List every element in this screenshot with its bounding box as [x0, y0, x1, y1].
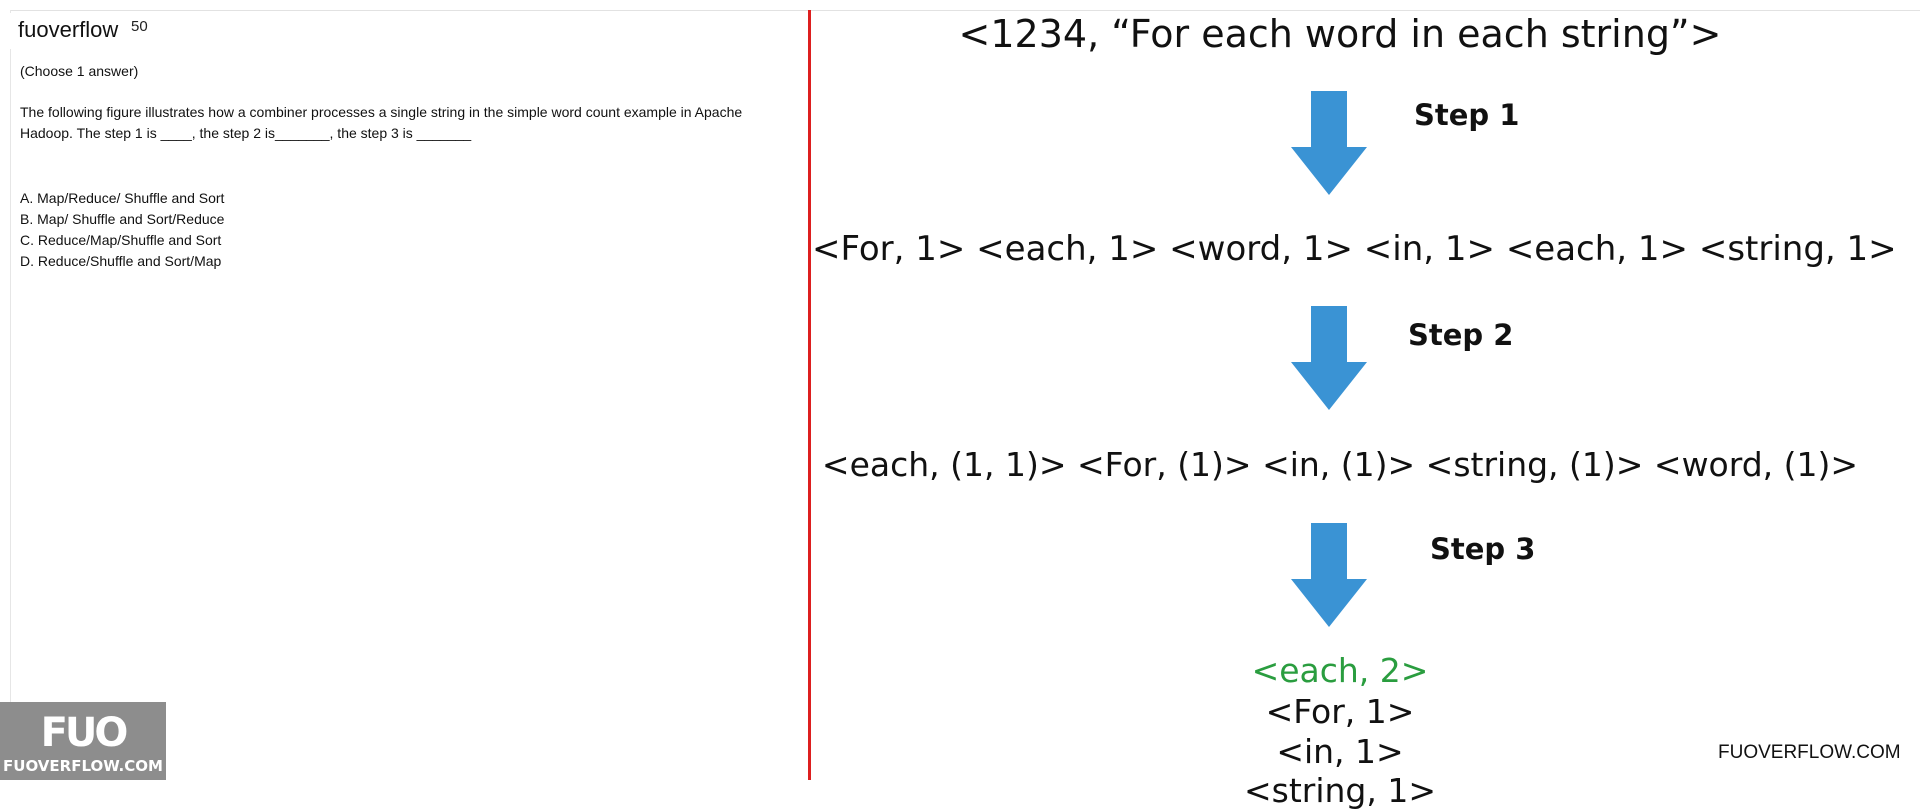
output-string: <string, 1> [1243, 771, 1436, 810]
option-a[interactable]: A. Map/Reduce/ Shuffle and Sort [20, 190, 225, 206]
step-3-label: Step 3 [1430, 532, 1536, 566]
output-each: <each, 2> [1251, 651, 1429, 690]
input-record: <1234, “For each word in each string”> [958, 12, 1722, 56]
watermark-logo: FUO FUOVERFLOW.COM [0, 702, 166, 780]
arrow-down-icon [1291, 306, 1367, 410]
top-divider [10, 10, 1920, 11]
question-number: 50 [131, 18, 148, 35]
logo-text: FUOVERFLOW.COM [3, 757, 163, 775]
left-divider [10, 10, 11, 780]
question-text: The following figure illustrates how a c… [20, 104, 743, 141]
logo-mark: FUO [40, 710, 129, 756]
answer-instruction: (Choose 1 answer) [20, 63, 139, 79]
arrow-down-icon [1291, 91, 1367, 195]
option-d[interactable]: D. Reduce/Shuffle and Sort/Map [20, 253, 222, 269]
shuffle-output: <each, (1, 1)> <For, (1)> <in, (1)> <str… [821, 445, 1859, 484]
step-2-label: Step 2 [1408, 318, 1514, 352]
combiner-figure: <1234, “For each word in each string”> S… [812, 0, 1920, 810]
output-for: <For, 1> [1265, 692, 1415, 731]
question-panel: (Choose 1 answer) The following figure i… [20, 61, 800, 272]
output-in: <in, 1> [1276, 732, 1404, 771]
option-c[interactable]: C. Reduce/Map/Shuffle and Sort [20, 232, 222, 248]
watermark-site: FUOVERFLOW.COM [1718, 742, 1901, 763]
step-1-label: Step 1 [1414, 98, 1520, 132]
map-output: <For, 1> <each, 1> <word, 1> <in, 1> <ea… [812, 229, 1897, 269]
brand-label: fuoverflow [10, 13, 129, 49]
panel-divider [808, 10, 811, 780]
option-b[interactable]: B. Map/ Shuffle and Sort/Reduce [20, 211, 225, 227]
arrow-down-icon [1291, 523, 1367, 627]
